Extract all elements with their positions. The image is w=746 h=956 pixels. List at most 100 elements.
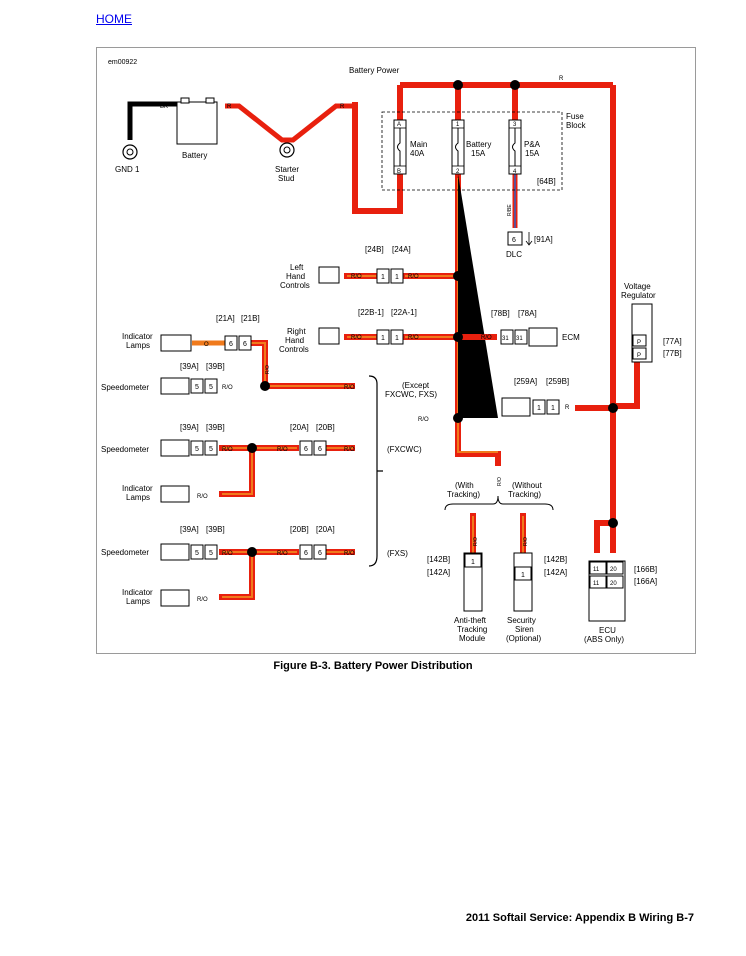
bcm-pin-2: 1 [551, 405, 555, 412]
speedo-3-wire: R/O [222, 551, 233, 557]
ecu-pin-r1-1: 11 [593, 567, 600, 573]
wire-label-rbe: R/BE [507, 204, 513, 216]
lhc-label-3: Controls [280, 281, 310, 290]
fuse-block-outline [381, 111, 563, 191]
speedo-2-wire-m: R/O [277, 447, 288, 453]
speedometer-except: Speedometer [39A] [39B] 5 5 R/O R/O [101, 362, 355, 395]
ind-bot-wire: R/O [197, 597, 208, 603]
fxs-ref-a: [20A] [316, 525, 335, 534]
ecu-pin-r2-1: 11 [593, 581, 600, 587]
ind-mid-wire: R/O [197, 494, 208, 500]
ecu-label-1: ECU [599, 626, 616, 635]
ecu-pin-r2-2: 20 [610, 581, 617, 587]
figure-caption: Figure B-3. Battery Power Distribution [273, 660, 473, 672]
fxcwc-pin-1: 6 [304, 446, 308, 453]
speedo-3-ref-a: [39A] [180, 525, 199, 534]
ind-top-label-1: Indicator [122, 332, 153, 341]
antitheft-module: 1 [142B] [142A] Anti-theft Tracking Modu… [427, 537, 487, 643]
starter-stud: Starter Stud [275, 142, 299, 183]
speedo-2-ref-a: [39A] [180, 423, 199, 432]
bcm-pin-1: 1 [537, 405, 541, 412]
fuse-main-bottom-pin: B [397, 169, 401, 175]
gnd1: GND 1 [115, 144, 140, 174]
speedo-1-pin-1: 5 [195, 384, 199, 391]
starter-label-2: Stud [278, 174, 294, 183]
fuse-battery-top-pin: 1 [456, 122, 460, 128]
ecu-label-2: (ABS Only) [584, 635, 624, 644]
vr-ref-b: [77B] [663, 349, 682, 358]
bcm-ref-a: [259A] [514, 377, 537, 386]
tracking-brace [444, 495, 554, 511]
indicator-lamps-mid: Indicator Lamps R/O [122, 484, 208, 503]
fuse-block-label-1: Fuse [566, 112, 584, 121]
speedo-3-pin-1: 5 [195, 550, 199, 557]
speedo-1-wire-r: R/O [344, 385, 355, 391]
ecm-ref-a: [78A] [518, 309, 537, 318]
ind-top-wire-o: O [204, 342, 209, 348]
speedo-1-label: Speedometer [101, 383, 149, 392]
speedometer-fxs: Speedometer [39A] [39B] 5 5 R/O R/O [20B… [101, 525, 355, 561]
fuse-battery-bottom-pin: 2 [456, 169, 460, 175]
ecu-ref-a: [166A] [634, 577, 657, 586]
battery-power-label: Battery Power [349, 66, 400, 75]
wire-label-r3: R [340, 104, 345, 110]
tracking-wire-ro: R/O [497, 477, 503, 486]
wiring-diagram: em00922 Battery Power R GND 1 BK Battery… [96, 47, 696, 654]
ind-top-label-2: Lamps [126, 341, 150, 350]
speedometer-fxcwc: Speedometer [39A] [39B] 5 5 R/O R/O [20A… [101, 423, 355, 457]
rhc-ref-b: [22B-1] [358, 308, 384, 317]
speedo-2-wire: R/O [222, 447, 233, 453]
dlc-connector: 6 [91A] DLC [506, 231, 553, 259]
starter-label-1: Starter [275, 165, 299, 174]
dlc-pin: 6 [512, 237, 516, 244]
voltage-regulator: Voltage Regulator P P [77A] [77B] [621, 282, 682, 363]
wire-label-r2: R [227, 104, 232, 110]
rhc-pin-1: 1 [381, 335, 385, 342]
fuse-main-rating: 40A [410, 149, 425, 158]
siren-label-3: (Optional) [506, 634, 541, 643]
fxs-pin-1: 6 [304, 550, 308, 557]
speedo-3-wire-m: R/O [277, 551, 288, 557]
battery: Battery [176, 97, 218, 160]
fxs-ref-b: [20B] [290, 525, 309, 534]
ecm-wire: R/O [481, 335, 492, 341]
fuse-pa-bottom-pin: 4 [513, 169, 517, 175]
fuse-pa-top-pin: 3 [513, 122, 517, 128]
wire-label-bk: BK [160, 104, 168, 110]
indicator-lamps-top: Indicator Lamps [21A] [21B] 6 6 O R/O [122, 314, 271, 374]
fuse-block-ref: [64B] [537, 177, 556, 186]
ind-bot-label-1: Indicator [122, 588, 153, 597]
lhc-ref-a: [24A] [392, 245, 411, 254]
lhc-wire-r: R/O [408, 274, 419, 280]
with-tracking-2: Tracking) [447, 490, 480, 499]
fuse-main: A B Main 40A [393, 119, 427, 175]
siren-ref-b: [142B] [544, 555, 567, 564]
bcm-label: BCM [477, 403, 495, 412]
speedo-2-wire-r: R/O [344, 447, 355, 453]
siren-label-1: Security [507, 616, 536, 625]
with-tracking-1: (With [455, 481, 474, 490]
splice-dots [247, 80, 618, 557]
siren-pin: 1 [521, 572, 525, 579]
speedo-2-pin-1: 5 [195, 446, 199, 453]
ecu-ref-b: [166B] [634, 565, 657, 574]
rhc-label-3: Controls [279, 345, 309, 354]
home-link[interactable]: HOME [96, 12, 132, 26]
antitheft-label-2: Tracking [457, 625, 487, 634]
vr-pin-2: P [637, 353, 641, 359]
ind-mid-label-2: Lamps [126, 493, 150, 502]
antitheft-pin: 1 [471, 559, 475, 566]
indicator-lamps-bottom: Indicator Lamps R/O [122, 588, 208, 607]
ind-top-ref-b: [21B] [241, 314, 260, 323]
rhc-wire-r: R/O [408, 335, 419, 341]
fuse-pa: 3 4 P&A 15A [508, 119, 541, 175]
variant-except-2: FXCWC, FXS) [385, 390, 437, 399]
vr-label-2: Regulator [621, 291, 656, 300]
ind-top-wire-ro: R/O [265, 365, 271, 374]
right-hand-controls: Right Hand Controls [22B-1] [22A-1] 1 1 … [279, 308, 419, 354]
speedo-1-ref-a: [39A] [180, 362, 199, 371]
variant-brace [368, 375, 383, 567]
fxcwc-pin-2: 6 [318, 446, 322, 453]
speedo-1-pin-2: 5 [209, 384, 213, 391]
lhc-label-1: Left [290, 263, 304, 272]
